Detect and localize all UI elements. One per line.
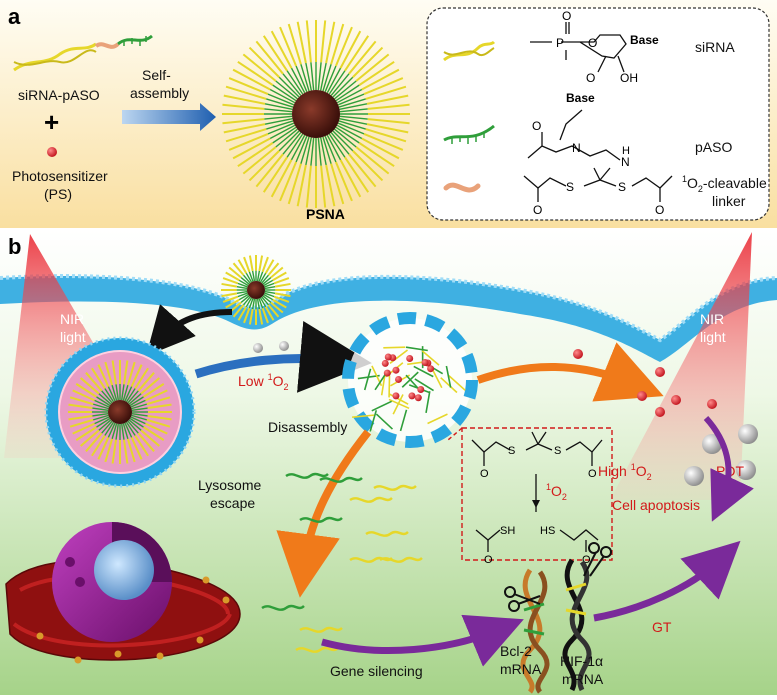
linker-s-atom-1: S [566,180,574,194]
reaction-hs-label: HS [540,525,555,537]
photosensitizer-label: Photosensitizer [12,168,108,184]
bcl2-label-2: mRNA [500,661,542,677]
lysosome-label-2: escape [210,495,255,511]
reaction-o-atom-3: O [484,554,493,566]
ps-grey-dot-1 [253,343,263,353]
plus-sign: + [44,107,59,137]
paso-base-label: Base [566,91,595,105]
nuclear-pore-1 [65,557,75,567]
panel-b: b NIR light NIR light Low 1O2 [0,230,777,695]
nir-label-left-2: light [60,329,86,345]
sirna-o-atom-ring: O [588,36,597,50]
ps-grey-dot-2 [279,341,289,351]
paso-nh-atom: N [621,155,630,169]
self-assembly-label-1: Self- [142,67,171,83]
paso-h-atom: H [622,145,630,157]
paso-n-atom: N [572,141,581,155]
nucleolus [94,540,154,600]
gene-silencing-label: Gene silencing [330,663,423,679]
reaction-s-atom-2: S [554,445,561,457]
sirna-p-atom: P [556,36,564,50]
nuclear-pore-2 [75,577,85,587]
paso-o-atom: O [532,119,541,133]
reaction-o-atom-1: O [480,468,489,480]
hif-label-1: HIF-1α [560,653,603,669]
nir-label-right-1: NIR [700,311,724,327]
psna-label: PSNA [306,206,345,222]
linker-o-atom-1: O [533,203,542,217]
endosome [46,338,194,486]
ps-abbrev-label: (PS) [44,186,72,202]
lysosome-label-1: Lysosome [198,477,262,493]
nir-label-right-2: light [700,329,726,345]
reaction-s-atom-1: S [508,445,515,457]
disassembly-label: Disassembly [268,419,347,435]
legend-sirna-label: siRNA [695,39,735,55]
sirna-base-label: Base [630,33,659,47]
sirna-o-atom-top: O [562,9,571,23]
linker-o-atom-2: O [655,203,664,217]
hif-label-2: mRNA [562,671,604,687]
legend-linker-label-2: linker [712,193,746,209]
nir-label-left-1: NIR [60,311,84,327]
panel-a-letter: a [8,4,21,29]
self-assembly-label-2: assembly [130,85,189,101]
psna-nanoparticle [222,20,410,208]
sirna-oh-label: OH [620,71,638,85]
panel-a: a siRNA-pASO + Photosensitizer (PS) Self… [0,0,777,228]
bcl2-label-1: Bcl-2 [500,643,532,659]
reaction-sh-label: SH [500,525,515,537]
photosensitizer-dot [47,147,57,157]
reaction-o-atom-2: O [588,468,597,480]
panel-b-letter: b [8,234,21,259]
legend-paso-text: pASO [695,139,732,155]
cell-apoptosis-label: Cell apoptosis [612,497,700,513]
sirna-o-atom-bottom: O [586,71,595,85]
gt-label: GT [652,619,672,635]
disassembled-endosome [348,318,472,442]
sirna-paso-label: siRNA-pASO [18,87,100,103]
linker-s-atom-2: S [618,180,626,194]
